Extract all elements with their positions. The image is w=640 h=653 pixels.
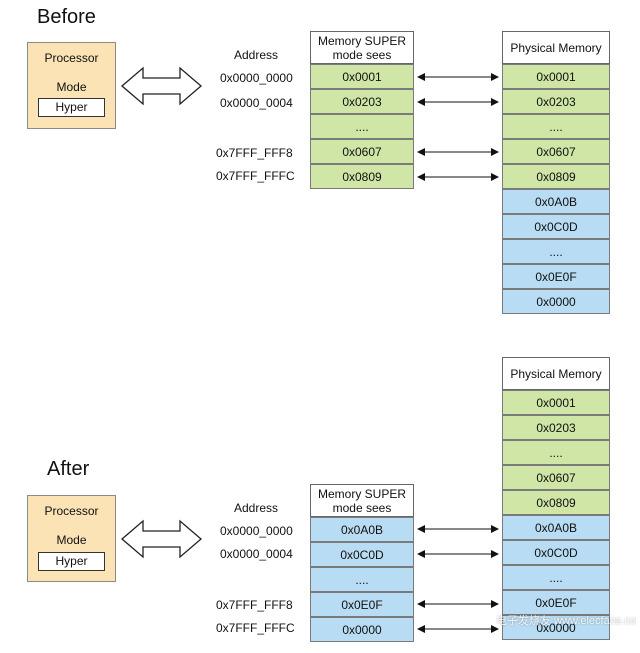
before-address-1: 0x0000_0004 (220, 96, 293, 110)
memory-cell: 0x0001 (310, 64, 414, 89)
memory-cell: 0x0809 (310, 164, 414, 189)
memory-cell: 0x0C0D (502, 540, 610, 565)
memory-cell: 0x0C0D (310, 542, 414, 567)
memory-cell: 0x0E0F (310, 592, 414, 617)
memory-cell: .... (502, 114, 610, 139)
memory-cell: 0x0A0B (502, 515, 610, 540)
mode-value: Hyper (38, 552, 105, 571)
memory-cell: .... (310, 567, 414, 592)
after-title: After (47, 458, 90, 480)
before-address-4: 0x7FFF_FFFC (216, 169, 295, 183)
memory-cell: 0x0203 (502, 89, 610, 114)
after-phys-header: Physical Memory (502, 357, 610, 390)
before-super-column: 0x0001 0x0203 .... 0x0607 0x0809 (310, 64, 414, 189)
after-processor-box: Processor Mode Hyper (27, 495, 116, 582)
memory-cell: 0x0607 (310, 139, 414, 164)
after-address-4: 0x7FFF_FFFC (216, 621, 295, 635)
before-address-3: 0x7FFF_FFF8 (216, 146, 293, 160)
bidirectional-arrow-icon (121, 66, 202, 106)
mode-label: Mode (56, 533, 87, 547)
before-phys-header: Physical Memory (502, 31, 610, 64)
before-address-header: Address (234, 48, 279, 62)
memory-cell: 0x0C0D (502, 214, 610, 239)
mode-label: Mode (56, 80, 87, 94)
memory-cell: .... (502, 565, 610, 590)
after-address-header: Address (234, 501, 279, 515)
memory-cell: 0x0607 (502, 139, 610, 164)
memory-cell: 0x0000 (502, 615, 610, 640)
memory-cell: 0x0203 (310, 89, 414, 114)
memory-cell: 0x0001 (502, 64, 610, 89)
before-phys-column: 0x0001 0x0203 .... 0x0607 0x0809 0x0A0B … (502, 64, 610, 314)
memory-cell: 0x0607 (502, 465, 610, 490)
after-address-0: 0x0000_0000 (220, 524, 293, 538)
memory-cell: 0x0809 (502, 164, 610, 189)
memory-cell: 0x0203 (502, 415, 610, 440)
memory-cell: 0x0A0B (310, 517, 414, 542)
before-processor-box: Processor Mode Hyper (27, 42, 116, 129)
memory-cell: 0x0000 (502, 289, 610, 314)
before-super-header: Memory SUPER mode sees (310, 31, 414, 64)
processor-label: Processor (44, 504, 99, 518)
after-super-column: 0x0A0B 0x0C0D .... 0x0E0F 0x0000 (310, 517, 414, 642)
memory-cell: 0x0E0F (502, 590, 610, 615)
after-address-1: 0x0000_0004 (220, 547, 293, 561)
after-phys-column: 0x0001 0x0203 .... 0x0607 0x0809 0x0A0B … (502, 390, 610, 640)
after-super-header: Memory SUPER mode sees (310, 484, 414, 517)
memory-cell: .... (502, 239, 610, 264)
processor-label: Processor (44, 51, 99, 65)
memory-cell: 0x0000 (310, 617, 414, 642)
memory-cell: 0x0809 (502, 490, 610, 515)
watermark: 电子发烧友 www.elecfans.com (496, 615, 636, 627)
memory-cell: 0x0A0B (502, 189, 610, 214)
memory-cell: 0x0001 (502, 390, 610, 415)
mode-value: Hyper (38, 98, 105, 117)
memory-cell: .... (310, 114, 414, 139)
memory-cell: 0x0E0F (502, 264, 610, 289)
bidirectional-arrow-icon (121, 519, 202, 559)
before-address-0: 0x0000_0000 (220, 71, 293, 85)
memory-cell: .... (502, 440, 610, 465)
after-address-3: 0x7FFF_FFF8 (216, 598, 293, 612)
before-title: Before (37, 6, 96, 28)
